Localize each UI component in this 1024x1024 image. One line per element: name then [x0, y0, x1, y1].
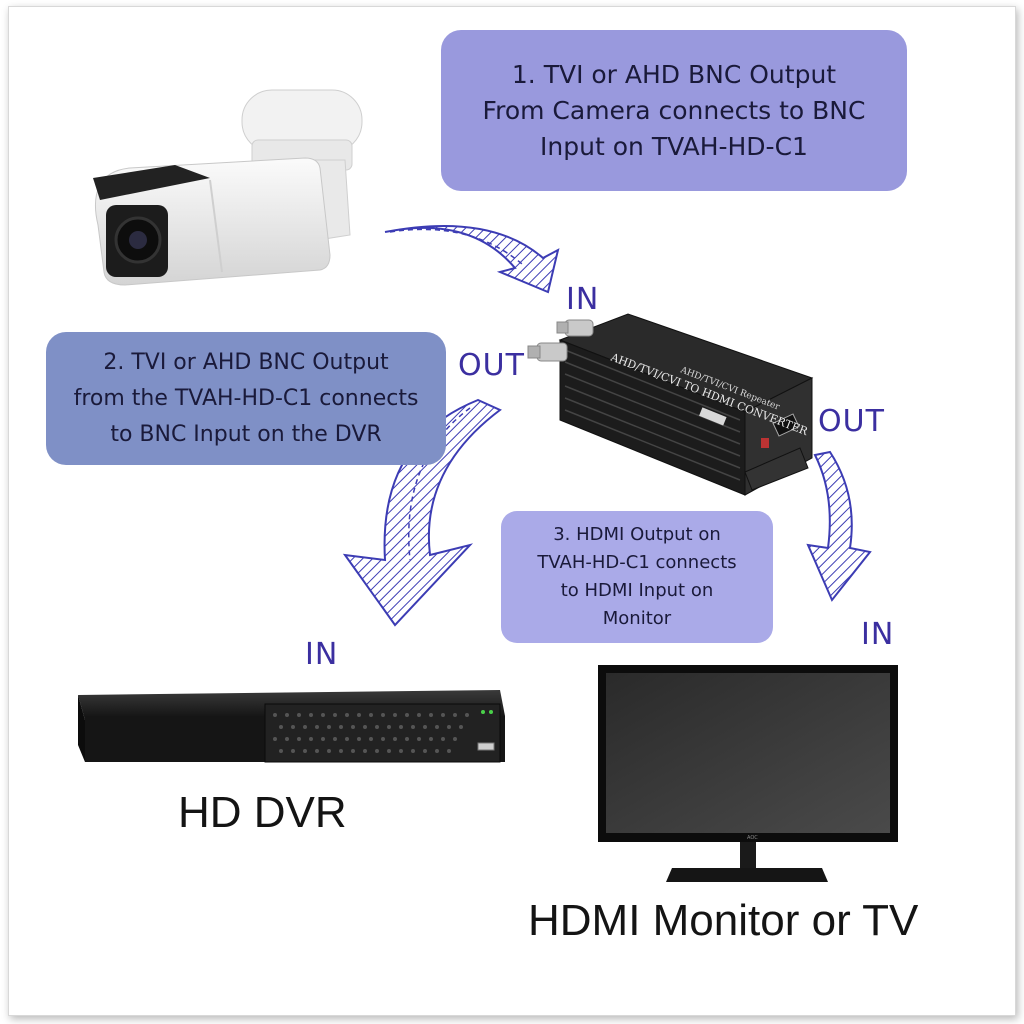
callout-step-2: 2. TVI or AHD BNC Output from the TVAH-H… [46, 332, 446, 465]
hdmi-converter: AHD/TVI/CVI TO HDMI CONVERTER AHD/TVI/CV… [527, 313, 814, 496]
callout-step-3: 3. HDMI Output on TVAH-HD-C1 connects to… [501, 511, 773, 643]
monitor-caption: HDMI Monitor or TV [528, 896, 919, 945]
dvr-recorder [78, 690, 505, 763]
arrow-converter-to-monitor [806, 450, 872, 602]
dvr-caption: HD DVR [178, 788, 347, 837]
monitor-brand: AOC [747, 835, 758, 841]
hdmi-monitor: AOC [598, 665, 898, 882]
port-label-dvr-in: IN [305, 637, 339, 672]
callout-step-1-text: 1. TVI or AHD BNC Output From Camera con… [482, 59, 866, 161]
port-label-monitor-in: IN [861, 617, 895, 652]
callout-step-2-text: 2. TVI or AHD BNC Output from the TVAH-H… [73, 349, 419, 447]
callout-step-1: 1. TVI or AHD BNC Output From Camera con… [441, 30, 907, 191]
callout-step-3-text: 3. HDMI Output on TVAH-HD-C1 connects to… [537, 524, 737, 629]
port-label-converter-hdmi-out: OUT [818, 404, 885, 439]
arrow-camera-to-converter [384, 224, 560, 294]
bullet-camera [93, 89, 363, 286]
port-label-converter-bnc-out: OUT [458, 348, 525, 383]
port-label-converter-in: IN [566, 282, 600, 317]
